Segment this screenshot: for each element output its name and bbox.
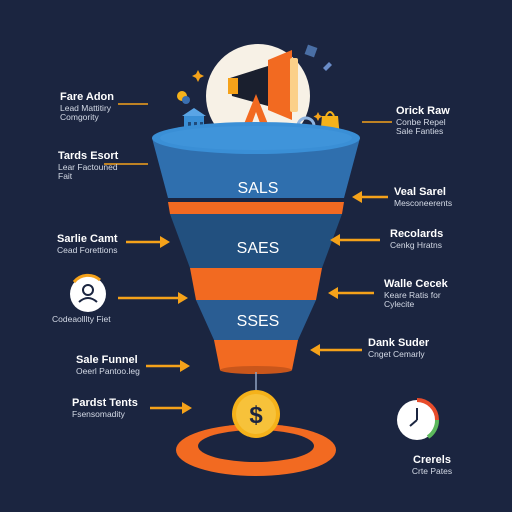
left-label-subtitle: Lead Mattitiry Comgority — [60, 102, 112, 123]
left-label-title: Tards Esort — [58, 150, 119, 162]
dollar-coin-icon: $ — [232, 390, 280, 438]
arrow-right-icon — [126, 236, 170, 248]
svg-text:$: $ — [249, 402, 263, 429]
pen-icon — [323, 62, 332, 71]
person-icon — [70, 273, 106, 312]
left-label-3: Sarlie Camt Cead Forettions — [57, 233, 167, 255]
right-label-title: Dank Suder — [368, 337, 430, 349]
arrow-left-icon — [352, 191, 388, 203]
right-label-title: Recolards — [390, 228, 444, 240]
left-label-title: Sale Funnel — [76, 354, 138, 366]
right-label-title: Orick Raw — [396, 105, 450, 117]
funnel-layer-label-1: SALS — [238, 180, 279, 197]
funnel-top-band — [152, 138, 360, 198]
arrow-left-icon — [330, 234, 380, 246]
right-label-3: Recolards Cenkg Hratns — [390, 228, 500, 250]
right-label-1: Orick Raw Conbe Repel Sale Fanties — [396, 105, 506, 137]
sparkle-decor — [192, 70, 323, 121]
funnel-layer-label-3: SSES — [237, 313, 280, 330]
funnel-stripe-2 — [190, 268, 322, 300]
left-label-subtitle: Cead Forettions — [57, 244, 118, 255]
left-label-1: Fare Adon Lead Mattitiry Comgority — [60, 91, 170, 123]
right-label-subtitle: Keare Ratis for Cylecite — [384, 289, 441, 310]
left-label-5: Sale Funnel Oeerl Pantoo.leg — [76, 354, 186, 376]
right-label-subtitle: Crte Pates — [411, 465, 453, 476]
left-label-subtitle: Codeaolllty Fiet — [52, 314, 111, 324]
left-label-subtitle: Oeerl Pantoo.leg — [76, 365, 140, 376]
right-label-title: Walle Cecek — [384, 278, 448, 290]
funnel-mid-band — [170, 214, 342, 268]
right-label-subtitle: Conbe Repel Sale Fanties — [396, 116, 446, 137]
left-label-subtitle: Lear Factouned Fait — [58, 161, 118, 182]
right-label-6: Crerels Crte Pates — [392, 454, 472, 476]
right-label-subtitle: Cnget Cemarly — [368, 348, 425, 359]
left-label-subtitle: Fsensomadity — [72, 408, 125, 419]
arrow-right-icon — [150, 402, 192, 414]
left-label-title: Pardst Tents — [72, 397, 138, 409]
funnel — [152, 122, 360, 374]
clock-icon — [397, 398, 440, 440]
funnel-layer-label-2: SAES — [237, 240, 280, 257]
right-label-title: Veal Sarel — [394, 186, 446, 198]
arrow-left-icon — [328, 287, 374, 299]
left-label-title: Fare Adon — [60, 91, 114, 103]
flag-icon — [304, 44, 318, 58]
arrow-left-icon — [310, 344, 362, 356]
arrow-right-icon — [146, 360, 190, 372]
light-bulb-icon — [177, 91, 190, 104]
arrow-right-icon — [118, 292, 188, 304]
right-label-4: Walle Cecek Keare Ratis for Cylecite — [384, 278, 494, 310]
left-label-title: Sarlie Camt — [57, 233, 118, 245]
right-label-5: Dank Suder Cnget Cemarly — [368, 337, 478, 359]
funnel-tip — [214, 340, 298, 370]
left-label-4: Codeaolllty Fiet — [52, 314, 172, 325]
right-label-subtitle: Cenkg Hratns — [390, 239, 442, 250]
left-label-6: Pardst Tents Fsensomadity — [72, 397, 182, 419]
right-label-title: Crerels — [413, 454, 451, 466]
right-connectors — [310, 121, 392, 356]
right-label-2: Veal Sarel Mesconeerents — [394, 186, 504, 208]
right-label-subtitle: Mesconeerents — [394, 197, 453, 208]
left-connectors — [104, 103, 192, 414]
funnel-low-band — [196, 300, 316, 340]
funnel-stripe-1 — [168, 202, 344, 214]
funnel-rim — [152, 122, 360, 154]
megaphone-icon — [228, 50, 298, 134]
left-label-2: Tards Esort Lear Factouned Fait — [58, 150, 168, 182]
base-ring — [176, 424, 336, 476]
